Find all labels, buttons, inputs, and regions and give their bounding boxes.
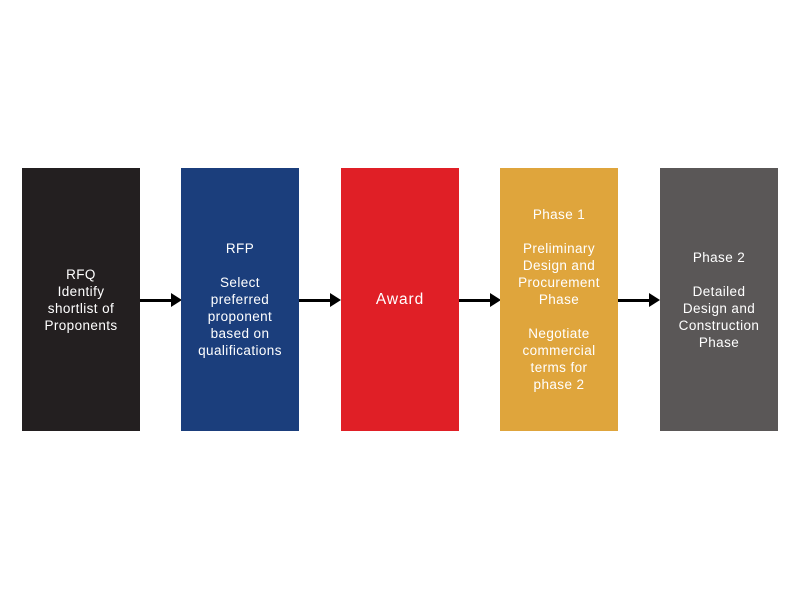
arrow-shaft: [299, 298, 332, 302]
flow-step-label: RFP Select preferred proponent based on …: [198, 241, 282, 358]
flow-step-label: Phase 2 Detailed Design and Construction…: [678, 249, 760, 350]
flow-step-rfq: RFQ Identify shortlist of Proponents: [22, 168, 140, 431]
flow-step-label: Award: [375, 291, 425, 308]
arrow-head: [330, 293, 341, 307]
flow-step-phase-2: Phase 2 Detailed Design and Construction…: [660, 168, 778, 431]
arrow-head: [649, 293, 660, 307]
arrow-shaft: [618, 298, 651, 302]
arrow-head: [490, 293, 501, 307]
arrow-head: [171, 293, 182, 307]
arrow-shaft: [140, 298, 173, 302]
arrow-shaft: [459, 298, 492, 302]
flow-step-label: Phase 1 Preliminary Design and Procureme…: [518, 207, 600, 392]
flow-step-label: RFQ Identify shortlist of Proponents: [44, 266, 118, 333]
flow-step-award: Award: [341, 168, 459, 431]
flow-step-phase-1: Phase 1 Preliminary Design and Procureme…: [500, 168, 618, 431]
flow-step-rfp: RFP Select preferred proponent based on …: [181, 168, 299, 431]
